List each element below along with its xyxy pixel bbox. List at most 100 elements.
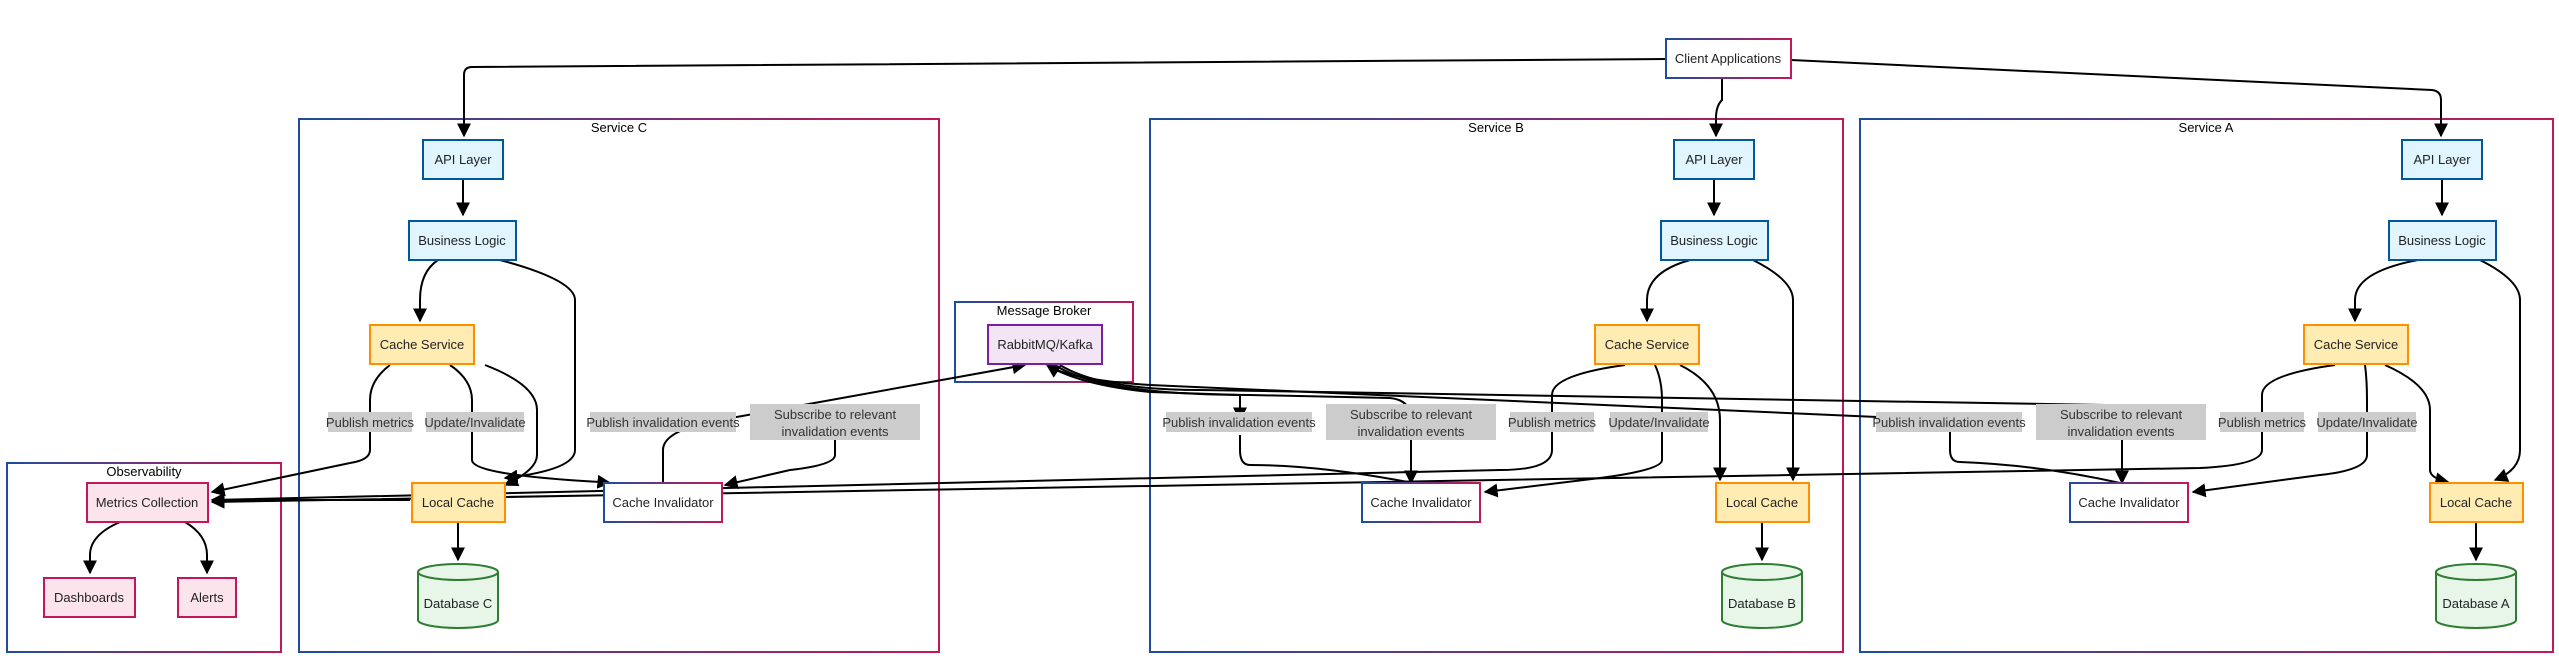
label-a-update-invalidate: Update/Invalidate <box>2316 415 2417 430</box>
node-a-cache-service-label: Cache Service <box>2314 337 2399 352</box>
label-bg-c-subscribe <box>750 404 920 440</box>
node-b-api-layer[interactable]: API Layer <box>1673 139 1755 180</box>
node-a-local-cache[interactable]: Local Cache <box>2429 482 2524 523</box>
label-bg-b-publish-invalidation <box>1166 412 1312 432</box>
node-a-cache-invalidator[interactable]: Cache Invalidator <box>2069 482 2189 523</box>
edge-c-subscribe <box>723 440 836 489</box>
label-a-subscribe-line2: invalidation events <box>2068 424 2175 439</box>
node-c-cache-invalidator-label: Cache Invalidator <box>612 495 714 510</box>
edge-b-logic-to-local-cache <box>1752 259 1800 482</box>
node-b-business-logic-label: Business Logic <box>1670 233 1758 248</box>
node-a-cache-invalidator-label: Cache Invalidator <box>2078 495 2180 510</box>
label-a-publish-metrics: Publish metrics <box>2218 415 2307 430</box>
edge-a-update-invalidate <box>2191 364 2368 498</box>
node-a-database-label: Database A <box>2442 596 2510 611</box>
group-service-a: Service A <box>1859 118 2554 653</box>
edge-labels: Publish metrics Update/Invalidate Publis… <box>326 404 2418 440</box>
label-bg-a-subscribe <box>2036 404 2206 440</box>
node-b-cache-invalidator-label: Cache Invalidator <box>1370 495 1472 510</box>
label-a-publish-invalidation: Publish invalidation events <box>1872 415 2026 430</box>
node-a-business-logic-label: Business Logic <box>2398 233 2486 248</box>
label-b-publish-invalidation: Publish invalidation events <box>1162 415 1316 430</box>
node-b-database[interactable]: Database B <box>1721 563 1803 629</box>
node-a-cache-service[interactable]: Cache Service <box>2303 324 2409 365</box>
label-bg-c-publish-invalidation <box>590 412 736 432</box>
edge-a-publish-metrics <box>210 364 2336 509</box>
group-observability-border <box>6 462 282 653</box>
node-b-cache-service[interactable]: Cache Service <box>1594 324 1700 365</box>
node-alerts-label: Alerts <box>190 590 224 605</box>
node-c-business-logic[interactable]: Business Logic <box>408 220 517 261</box>
label-c-update-invalidate: Update/Invalidate <box>424 415 525 430</box>
label-bg-b-update-invalidate <box>1610 412 1708 432</box>
node-c-api-layer[interactable]: API Layer <box>422 139 504 180</box>
node-c-cache-service-label: Cache Service <box>380 337 465 352</box>
node-a-business-logic[interactable]: Business Logic <box>2388 220 2497 261</box>
node-b-local-cache[interactable]: Local Cache <box>1715 482 1810 523</box>
node-b-cache-service-label: Cache Service <box>1605 337 1690 352</box>
label-bg-a-publish-metrics <box>2220 412 2304 432</box>
node-metrics-collection-label: Metrics Collection <box>96 495 199 510</box>
node-a-local-cache-label: Local Cache <box>2440 495 2512 510</box>
group-service-b-title: Service B <box>1468 120 1524 135</box>
node-b-business-logic[interactable]: Business Logic <box>1660 220 1769 261</box>
label-b-update-invalidate: Update/Invalidate <box>1608 415 1709 430</box>
label-b-subscribe-line2: invalidation events <box>1358 424 1465 439</box>
node-client-applications-label: Client Applications <box>1675 51 1782 66</box>
group-service-a-title: Service A <box>2179 120 2234 135</box>
edge-client-to-b-api <box>1709 78 1723 138</box>
edge-client-to-c-api <box>457 58 1667 138</box>
node-a-api-layer-label: API Layer <box>2413 152 2471 167</box>
edge-a-logic-to-cache-service <box>2348 259 2419 323</box>
label-bg-c-update-invalidate <box>426 412 524 432</box>
node-c-local-cache[interactable]: Local Cache <box>411 482 506 523</box>
group-service-c: Service C <box>298 118 940 653</box>
node-c-database[interactable]: Database C <box>417 563 499 629</box>
node-b-local-cache-label: Local Cache <box>1726 495 1798 510</box>
edge-metrics-to-dashboards <box>83 521 121 575</box>
edge-c-logic-to-local-cache <box>499 259 576 484</box>
group-service-a-border <box>1859 118 2554 653</box>
label-bg-a-update-invalidate <box>2318 412 2416 432</box>
node-a-database[interactable]: Database A <box>2435 563 2517 629</box>
node-c-cache-service[interactable]: Cache Service <box>369 324 475 365</box>
group-message-broker: Message Broker <box>954 301 1134 383</box>
group-service-c-border <box>298 118 940 653</box>
node-broker[interactable]: RabbitMQ/Kafka <box>987 324 1103 365</box>
node-c-business-logic-label: Business Logic <box>418 233 506 248</box>
node-c-cache-invalidator[interactable]: Cache Invalidator <box>603 482 723 523</box>
edge-a-cache-service-to-local-cache <box>2384 364 2450 487</box>
group-service-c-title: Service C <box>591 120 647 135</box>
edge-b-update-invalidate <box>1483 364 1663 498</box>
node-alerts[interactable]: Alerts <box>177 577 237 618</box>
group-observability-title: Observability <box>106 464 182 479</box>
edge-c-publish-metrics <box>210 364 391 497</box>
edge-client-to-a-api <box>1790 59 2448 138</box>
label-c-subscribe-line2: invalidation events <box>782 424 889 439</box>
edge-b-logic-to-cache-service <box>1640 259 1691 323</box>
label-bg-a-publish-invalidation <box>1876 412 2022 432</box>
group-message-broker-border <box>954 301 1134 383</box>
label-bg-b-publish-metrics <box>1510 412 1594 432</box>
label-c-subscribe-line1: Subscribe to relevant <box>774 407 897 422</box>
label-c-publish-metrics: Publish metrics <box>326 415 415 430</box>
node-c-local-cache-label: Local Cache <box>422 495 494 510</box>
node-dashboards-label: Dashboards <box>54 590 125 605</box>
node-dashboards[interactable]: Dashboards <box>43 577 136 618</box>
edge-metrics-to-alerts <box>184 521 214 575</box>
node-client-applications[interactable]: Client Applications <box>1665 38 1792 79</box>
node-metrics-collection[interactable]: Metrics Collection <box>86 482 209 523</box>
group-message-broker-title: Message Broker <box>997 303 1092 318</box>
node-b-cache-invalidator[interactable]: Cache Invalidator <box>1361 482 1481 523</box>
node-broker-label: RabbitMQ/Kafka <box>997 337 1093 352</box>
edge-b-publish-invalidation <box>1239 435 1414 484</box>
label-c-publish-invalidation: Publish invalidation events <box>586 415 740 430</box>
edge-a-logic-to-local-cache <box>2479 259 2521 482</box>
node-c-api-layer-label: API Layer <box>434 152 492 167</box>
label-bg-c-publish-metrics <box>328 412 412 432</box>
edge-c-logic-to-cache-service <box>413 259 439 323</box>
edge-c-update-invalidate <box>449 364 612 489</box>
label-a-subscribe-line1: Subscribe to relevant <box>2060 407 2183 422</box>
node-a-api-layer[interactable]: API Layer <box>2401 139 2483 180</box>
